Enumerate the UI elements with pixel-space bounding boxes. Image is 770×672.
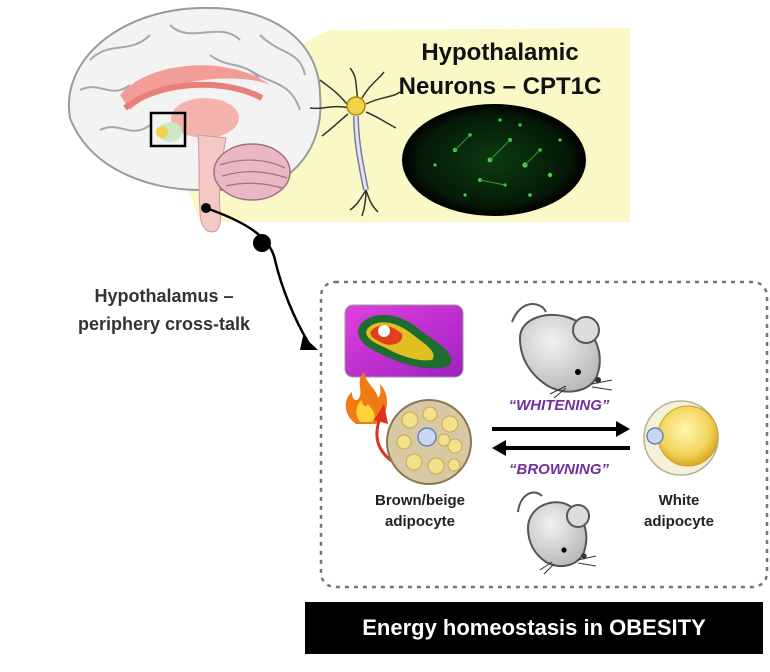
obese-mouse-icon	[511, 303, 613, 399]
browning-label: “BROWNING”	[509, 461, 609, 478]
crosstalk-label-line2: periphery cross-talk	[77, 314, 251, 334]
energy-homeostasis-banner: Energy homeostasis in OBESITY	[305, 602, 763, 654]
thermal-image	[344, 304, 464, 378]
white-adipocyte-label-line2: adipocyte	[643, 513, 715, 530]
crosstalk-label: Hypothalamus – periphery cross-talk	[28, 282, 300, 338]
lean-mouse-icon	[517, 491, 597, 575]
neurons-title: Hypothalamic Neurons – CPT1C	[365, 36, 635, 104]
neurons-title-line1: Hypothalamic	[421, 39, 579, 66]
flame-icon	[345, 372, 388, 424]
whitening-label: “WHITENING”	[508, 397, 610, 414]
brain-illustration	[67, 6, 322, 233]
neurons-title-line2: Neurons – CPT1C	[398, 73, 602, 100]
brown-adipocyte-label-line1: Brown/beige	[374, 492, 465, 509]
crosstalk-label-line1: Hypothalamus –	[94, 286, 234, 306]
microscopy-image	[402, 104, 586, 216]
brown-adipocyte-label: Brown/beige adipocyte	[355, 490, 485, 532]
brown-adipocyte-illustration	[386, 399, 472, 485]
adipocyte-panel	[319, 280, 769, 589]
neuron-illustration	[309, 67, 401, 217]
crosstalk-arrow	[201, 203, 318, 350]
white-adipocyte-illustration	[643, 400, 719, 476]
brown-adipocyte-label-line2: adipocyte	[384, 513, 456, 530]
white-adipocyte-label: White adipocyte	[626, 490, 732, 532]
conversion-arrows	[492, 421, 630, 456]
white-adipocyte-label-line1: White	[658, 492, 700, 509]
